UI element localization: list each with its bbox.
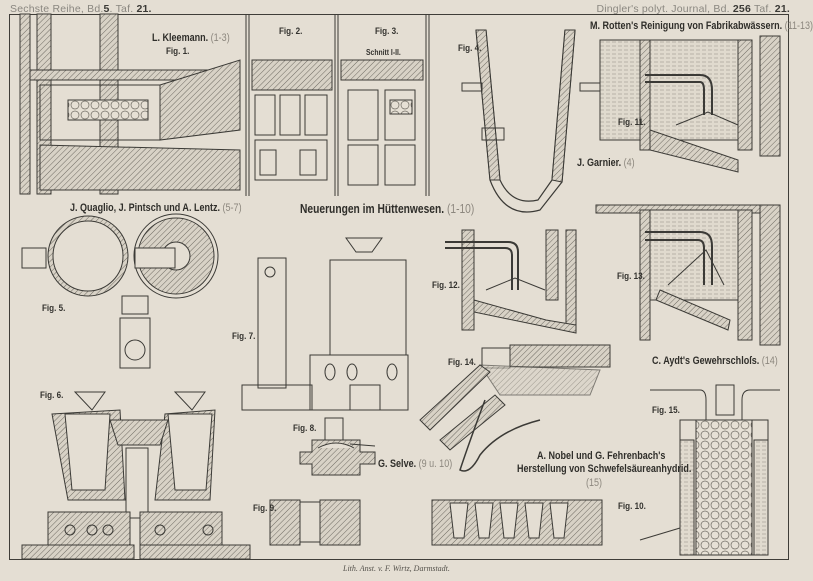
journal-plate-number: 21.: [774, 3, 790, 15]
fig-11-label: Fig. 11.: [618, 117, 646, 128]
title-aydt: C. Aydt's Gewehrschloſs. (14): [652, 355, 778, 367]
fig-4-label: Fig. 4.: [458, 43, 482, 54]
fig-15-label: Fig. 15.: [652, 405, 680, 416]
fig-3-label: Fig. 3.: [375, 26, 399, 37]
plate-label: Taf.: [115, 3, 134, 15]
title-nobel-ref: (15): [586, 477, 603, 489]
fig-2-label: Fig. 2.: [279, 26, 303, 37]
title-nobel-line2: Herstellung von Schwefelsäureanhydrid.: [517, 463, 692, 475]
journal-volume: 256: [732, 3, 751, 15]
journal-plate-label: Taf.: [753, 3, 772, 15]
fig-10-label: Fig. 10.: [618, 501, 646, 512]
fig-6-label: Fig. 6.: [40, 390, 64, 401]
fig-5-label: Fig. 5.: [42, 303, 66, 314]
title-nobel-line1: A. Nobel und G. Fehrenbach's: [537, 450, 666, 462]
journal-label: Dingler's polyt. Journal, Bd.: [596, 3, 730, 15]
volume-number: 5: [103, 3, 110, 15]
fig-14-label: Fig. 14.: [448, 357, 476, 368]
fig-7-label: Fig. 7.: [232, 331, 256, 342]
plate-border: [9, 14, 789, 560]
fig-13-label: Fig. 13.: [617, 271, 645, 282]
fig-9-label: Fig. 9.: [253, 503, 277, 514]
title-huettenwesen: Neuerungen im Hüttenwesen. (1-10): [300, 202, 475, 216]
fig-12-label: Fig. 12.: [432, 280, 460, 291]
fig-8-label: Fig. 8.: [293, 423, 317, 434]
plate-number: 21.: [136, 3, 152, 15]
fig-3-section-label: Schnitt I-II.: [366, 48, 401, 57]
title-selve: G. Selve. (9 u. 10): [378, 458, 453, 470]
plate-header-left: Sechste Reihe, Bd.5. Taf. 21.: [10, 3, 152, 15]
title-kleemann: L. Kleemann. (1-3): [152, 32, 230, 44]
title-garnier: J. Garnier. (4): [577, 157, 635, 169]
title-rotten: M. Rotten's Reinigung von Fabrikabwässer…: [590, 20, 813, 32]
series-label: Sechste Reihe, Bd.: [10, 3, 104, 15]
plate-header-right: Dingler's polyt. Journal, Bd. 256 Taf. 2…: [596, 3, 790, 15]
lithographer-credit: Lith. Anst. v. F. Wirtz, Darmstadt.: [343, 564, 450, 573]
fig-1-label: Fig. 1.: [166, 46, 190, 57]
title-quaglio-pintsch-lentz: J. Quaglio, J. Pintsch und A. Lentz. (5-…: [70, 202, 242, 214]
